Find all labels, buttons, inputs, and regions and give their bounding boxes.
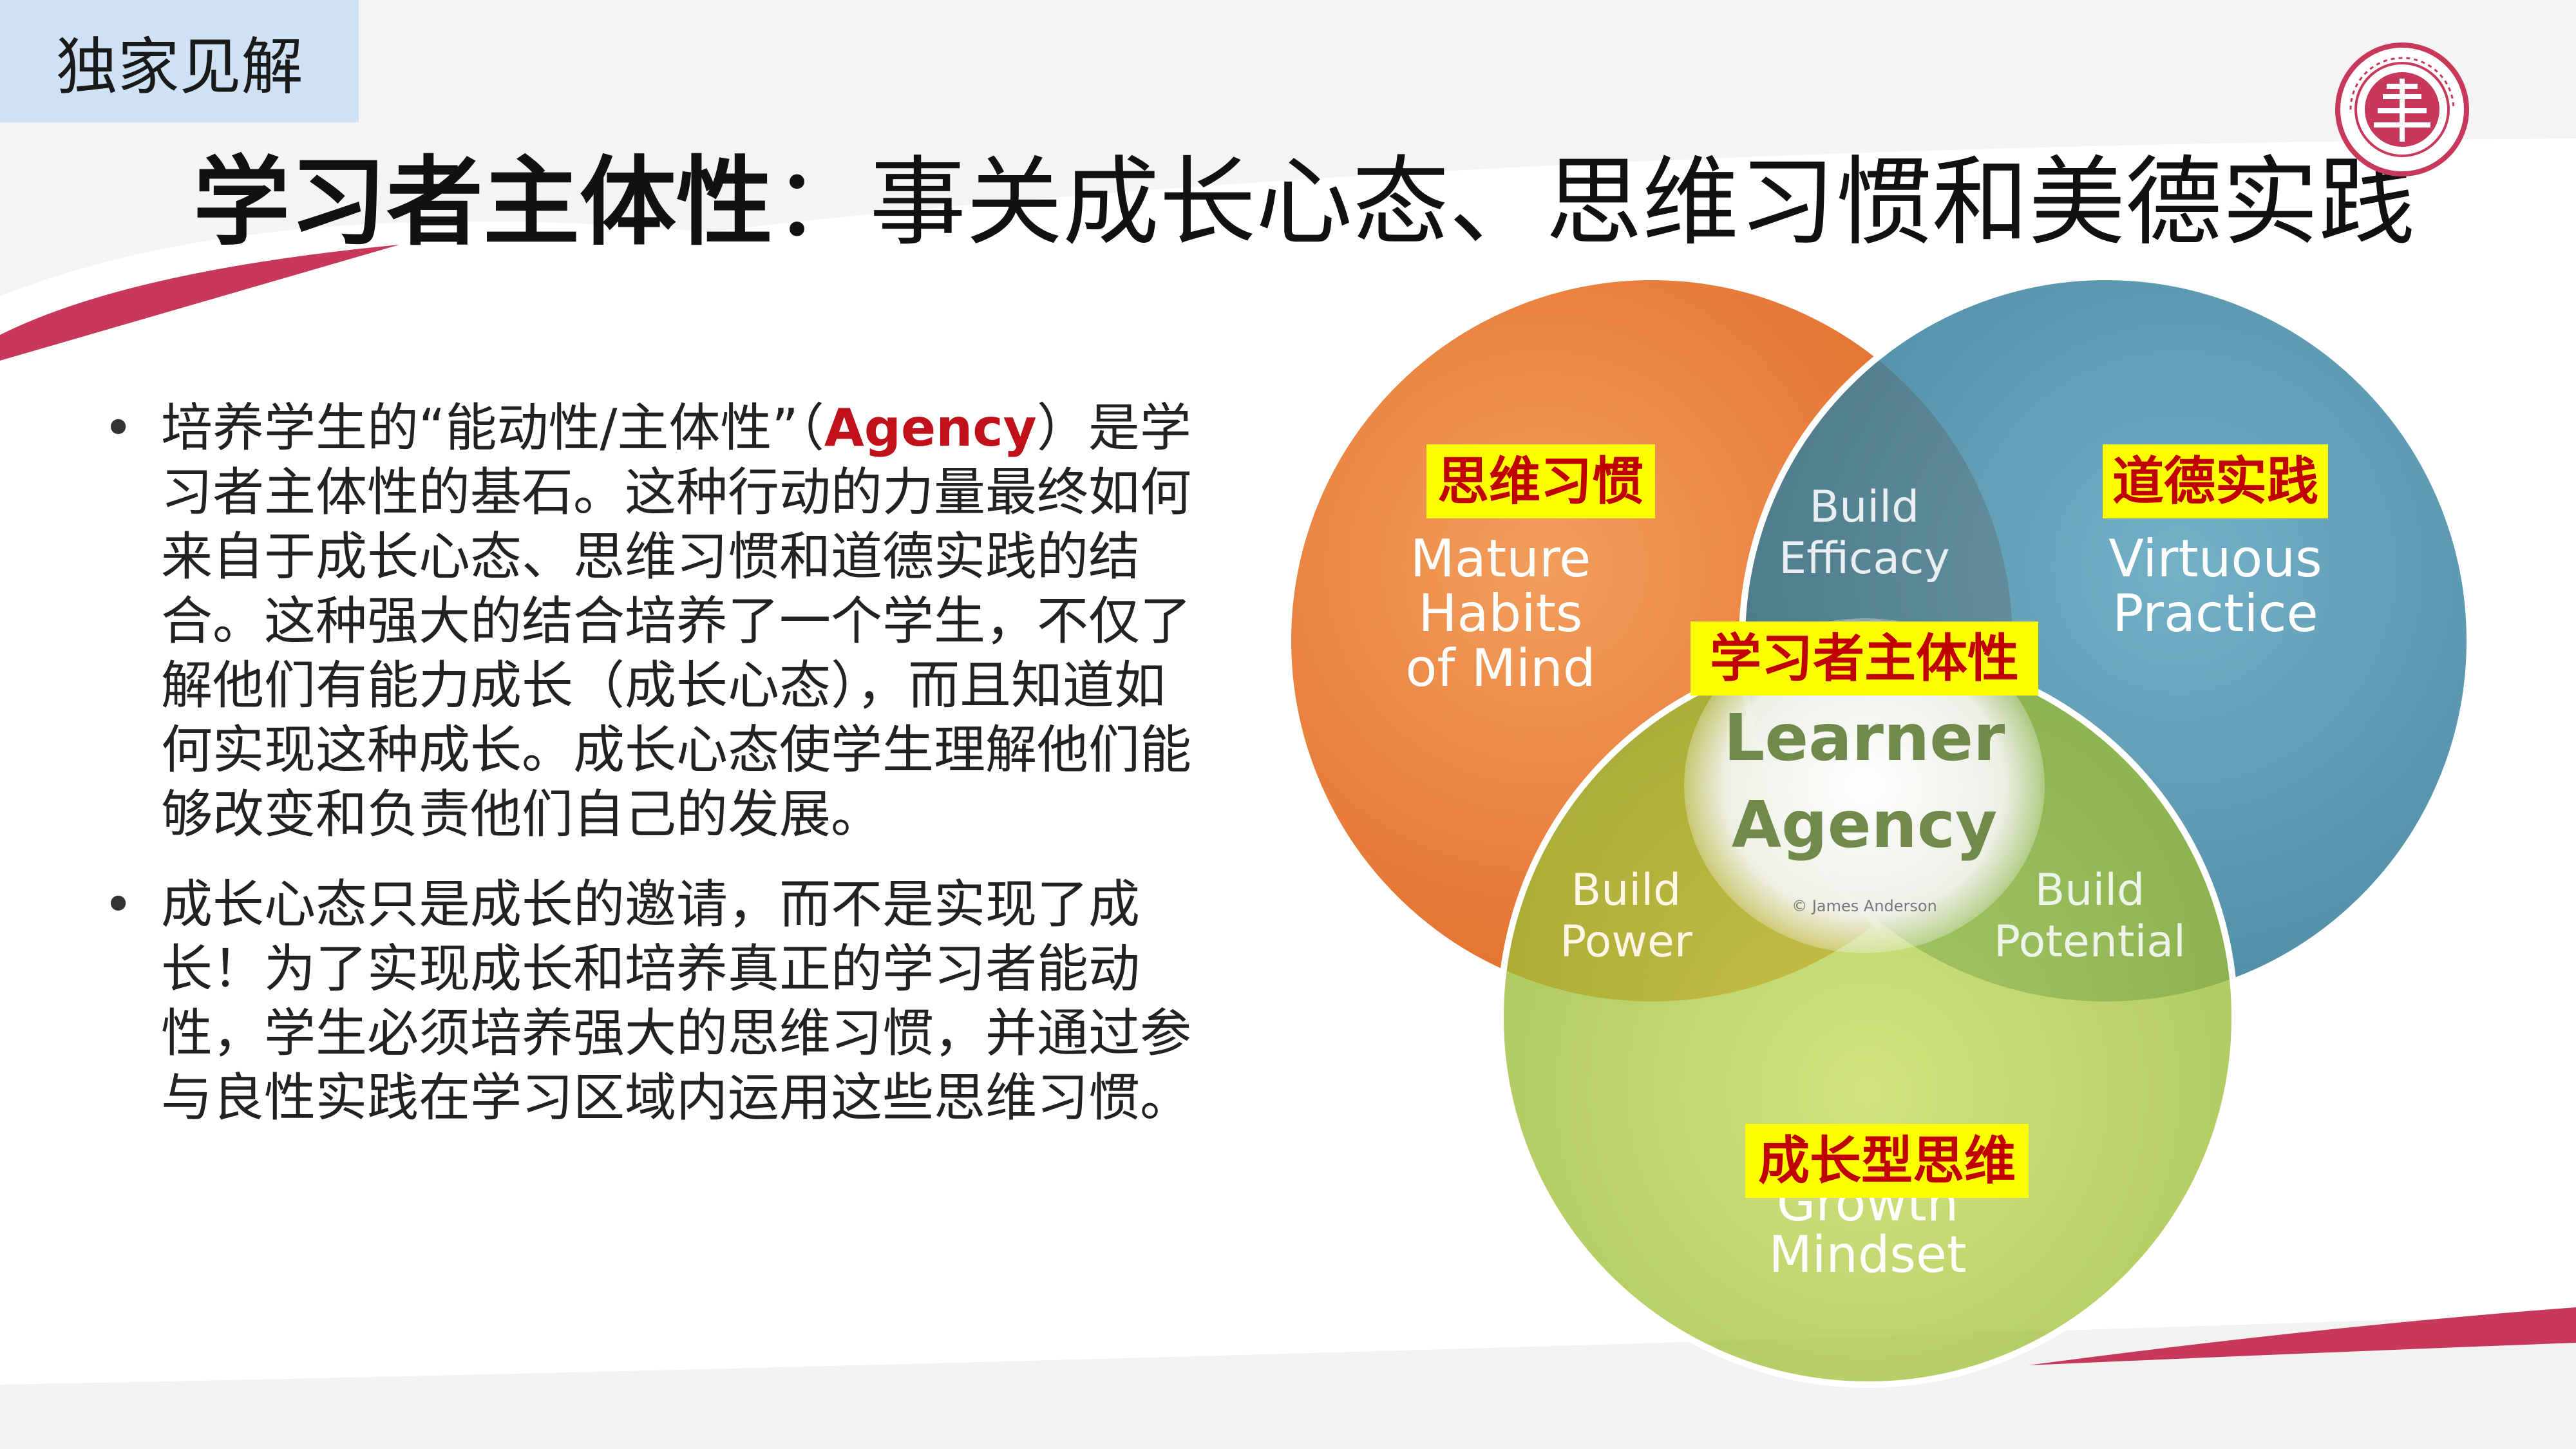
bullet-1-text-end: ）是学习者主体性的基石。这种行动的力量最终如何来自于成长心态、思维习惯和道德实践… [161, 398, 1191, 844]
title-rest-part: ：事关成长心态、思维习惯和美德实践 [773, 147, 2416, 259]
bullet-1-highlight: Agency [824, 398, 1037, 458]
potential-line2: Potential [1994, 916, 2186, 967]
center-credit: © James Anderson [1792, 897, 1937, 915]
bullet-dot-icon: • [103, 875, 134, 934]
habits-zh-label-box [1426, 444, 1655, 518]
bullet-list: • 培养学生的“能动性/主体性”（Agency）是学习者主体性的基石。这种行动的… [103, 396, 1198, 1156]
center-zh-label: 学习者主体性 [1710, 629, 2019, 688]
growth-zh-label: 成长型思维 [1758, 1131, 2016, 1191]
top-red-stripe [0, 245, 399, 361]
power-line2: Power [1560, 916, 1692, 967]
top-swoosh [0, 0, 2576, 296]
power-line1: Build [1571, 865, 1681, 916]
bullet-2-text: 成长心态只是成长的邀请，而不是实现了成长！为了实现成长和培养真正的学习者能动性，… [161, 875, 1191, 1128]
center-line2: Agency [1732, 787, 1997, 862]
bullet-dot-icon: • [103, 398, 134, 458]
virtuous-zh-label: 道德实践 [2112, 451, 2318, 511]
efficacy-line1: Build [1810, 482, 1920, 533]
center-highlight [1684, 618, 2045, 953]
bottom-red-stripe [2029, 1307, 2576, 1365]
bullet-item-2: • 成长心态只是成长的邀请，而不是实现了成长！为了实现成长和培养真正的学习者能动… [103, 873, 1198, 1130]
university-seal-logo [2335, 43, 2469, 176]
page-title: 学习者主体性：事关成长心态、思维习惯和美德实践 [193, 138, 2447, 267]
bullet-1-text-start: 培养学生的“能动性/主体性”（ [161, 398, 824, 458]
virtuous-en-line1: Virtuous [2108, 529, 2322, 589]
section-tag: 独家见解 [0, 0, 359, 122]
potential-line1: Build [2035, 865, 2145, 916]
venn-diagram: 思维习惯 Mature Habits of Mind 道德实践 Virtuous… [1288, 274, 2473, 1388]
bullet-item-1: • 培养学生的“能动性/主体性”（Agency）是学习者主体性的基石。这种行动的… [103, 396, 1198, 847]
center-zh-label-box [1690, 621, 2038, 696]
virtuous-zh-label-box [2103, 444, 2328, 518]
section-tag-label: 独家见解 [55, 30, 303, 103]
habits-en-line1: Mature [1410, 529, 1591, 589]
habits-en-line2: Habits [1418, 583, 1582, 643]
center-line1: Learner [1724, 700, 2005, 775]
growth-zh-label-box [1745, 1124, 2029, 1198]
habits-zh-label: 思维习惯 [1437, 451, 1643, 511]
title-bold-part: 学习者主体性 [193, 147, 773, 259]
habits-en-line3: of Mind [1405, 638, 1595, 698]
virtuous-en-line2: Practice [2112, 583, 2318, 643]
efficacy-line2: Efficacy [1779, 533, 1949, 584]
growth-en-line2: Mindset [1768, 1226, 1966, 1284]
